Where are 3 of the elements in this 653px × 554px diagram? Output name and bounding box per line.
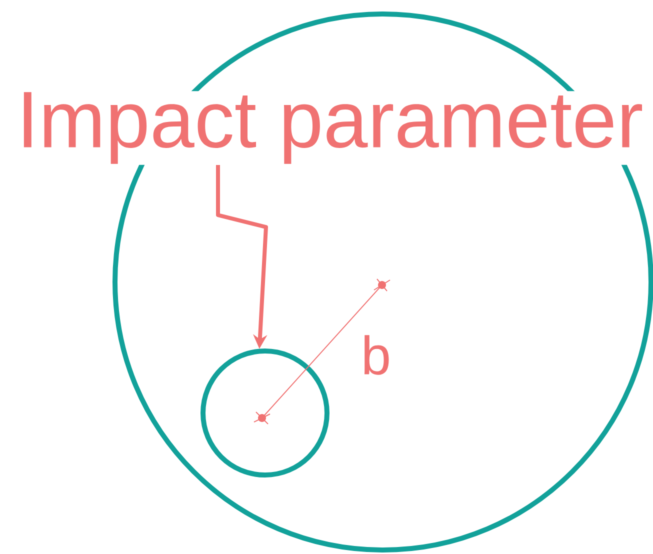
dimension-label: b xyxy=(364,335,389,375)
handwritten-title: Impact parameter xyxy=(16,91,644,165)
circle-outline xyxy=(200,348,330,478)
